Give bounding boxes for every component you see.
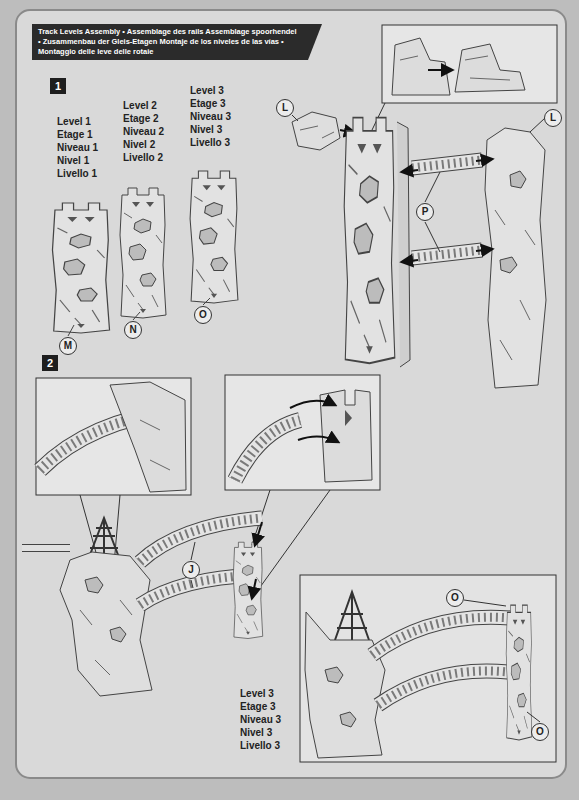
level-label: Etage 1 bbox=[57, 129, 93, 141]
step-number: 1 bbox=[50, 78, 66, 94]
callout-text: L bbox=[282, 103, 288, 113]
level-label: Level 3 bbox=[240, 688, 274, 700]
level-label: Level 1 bbox=[57, 116, 91, 128]
callout-letter: M bbox=[59, 337, 77, 355]
callout-text: N bbox=[129, 325, 136, 335]
level-label: Livello 2 bbox=[123, 152, 163, 164]
callout-letter: O bbox=[531, 723, 549, 741]
callout-text: J bbox=[188, 565, 194, 575]
callout-text: O bbox=[199, 310, 207, 320]
section-heading: Track Levels Assembly • Assemblage des r… bbox=[32, 24, 322, 60]
level-label: Niveau 3 bbox=[240, 714, 281, 726]
callout-letter: O bbox=[194, 306, 212, 324]
callout-text: M bbox=[64, 341, 72, 351]
level-label: Livello 1 bbox=[57, 168, 97, 180]
level-label: Nivel 3 bbox=[190, 124, 222, 136]
level-label: Etage 3 bbox=[190, 98, 226, 110]
level-label: Livello 3 bbox=[240, 740, 280, 752]
callout-letter: N bbox=[124, 321, 142, 339]
level-label: Nivel 1 bbox=[57, 155, 89, 167]
callout-letter: J bbox=[182, 561, 200, 579]
level-label: Niveau 2 bbox=[123, 126, 164, 138]
level-label: Etage 2 bbox=[123, 113, 159, 125]
callout-letter: L bbox=[544, 109, 562, 127]
level-label: Nivel 2 bbox=[123, 139, 155, 151]
level-label: Etage 3 bbox=[240, 701, 276, 713]
callout-letter: P bbox=[416, 203, 434, 221]
callout-text: O bbox=[451, 593, 459, 603]
level-label: Livello 3 bbox=[190, 137, 230, 149]
step-number-text: 2 bbox=[47, 358, 53, 369]
callout-text: P bbox=[422, 207, 429, 217]
callout-letter: L bbox=[276, 99, 294, 117]
level-label: Level 2 bbox=[123, 100, 157, 112]
level-label: Niveau 1 bbox=[57, 142, 98, 154]
level-label: Nivel 3 bbox=[240, 727, 272, 739]
callout-text: L bbox=[550, 113, 556, 123]
step-number-text: 1 bbox=[55, 81, 61, 92]
callout-text: O bbox=[536, 727, 544, 737]
level-label: Level 3 bbox=[190, 85, 224, 97]
callout-letter: O bbox=[446, 589, 464, 607]
level-label: Niveau 3 bbox=[190, 111, 231, 123]
step-number: 2 bbox=[42, 355, 58, 371]
